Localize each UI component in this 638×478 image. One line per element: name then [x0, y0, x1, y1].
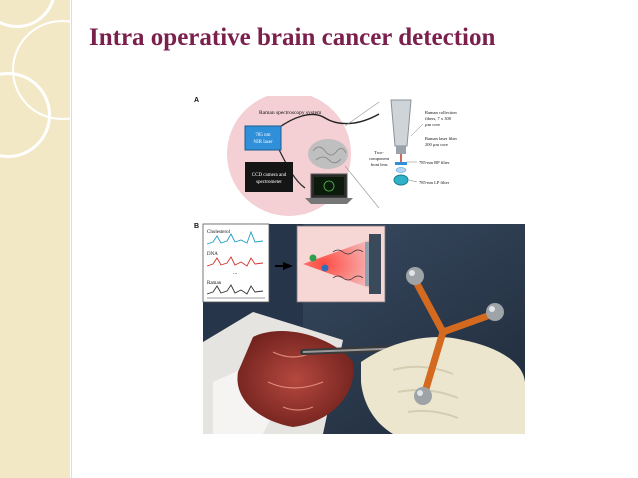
panel-a-diagram: 785 nm NIR laser CCD camera and spectrom… [227, 96, 457, 216]
spectrum-cholesterol [206, 230, 264, 245]
ccd-box [245, 162, 293, 192]
probe-body [390, 99, 412, 147]
tracking-sphere-2 [486, 303, 504, 321]
tracking-frame [411, 276, 497, 396]
lens-label-1: Two- [374, 150, 384, 155]
laser-box-line-2: NIR laser [253, 140, 273, 145]
bp-filter-label: 785-nm BP filter [419, 160, 450, 165]
spectra-inset [202, 223, 270, 303]
ccd-box-line-1: CCD camera and [252, 173, 287, 178]
ccd-box-line-2: spectrometer [256, 180, 282, 185]
tracking-sphere-1 [406, 267, 424, 285]
lens-label-2: component [369, 156, 390, 161]
system-title: Raman spectroscopy system [259, 110, 322, 116]
spectrum-label-dna: DNA [207, 252, 218, 257]
probe-tip [369, 234, 381, 294]
fiber-cable [272, 113, 380, 133]
laptop-base [305, 198, 353, 204]
collection-fiber-3: µm core [425, 122, 440, 127]
panel-a-label: A [194, 97, 200, 104]
molecule-blue [321, 264, 329, 272]
slide-title: Intra operative brain cancer detection [89, 24, 496, 51]
front-lens [395, 167, 407, 173]
bp-filter [395, 162, 407, 165]
tracking-sphere-3 [414, 387, 432, 405]
collection-fiber-2: fibers, 7 x 300 [425, 116, 452, 122]
decorative-sidebar [0, 0, 70, 478]
figure-panel-b: B [193, 222, 533, 434]
panel-b-label: B [194, 223, 200, 230]
svg-text:...: ... [233, 270, 238, 276]
gloved-hand [361, 336, 525, 434]
laser-box [244, 125, 282, 151]
lp-filter-label: 785-nm LP filter [419, 180, 450, 185]
brain-tissue [237, 331, 354, 427]
molecule-green [309, 254, 317, 262]
sidebar-divider [71, 0, 72, 478]
spectrum-raman [206, 284, 264, 295]
spectrum-dna [206, 256, 264, 267]
lp-filter [393, 174, 409, 186]
laser-box-line-1: 785 nm [255, 133, 270, 138]
laser-fiber-2: 200 µm core [425, 142, 448, 147]
surgery-photo: Cholesterol DNA ... Raman [202, 223, 525, 434]
spectrum-label-raman: Raman [207, 281, 222, 286]
flow-arrow [275, 262, 293, 270]
lens-label-3: front lens [370, 162, 387, 167]
collection-fiber-1: Raman collection [425, 110, 457, 115]
spectrum-label-cholesterol: Cholesterol [207, 230, 231, 235]
figure-panel-a: A 785 nm NIR laser CCD camera and spectr… [193, 96, 493, 216]
laser-fiber-1: Raman laser fiber [425, 136, 457, 141]
